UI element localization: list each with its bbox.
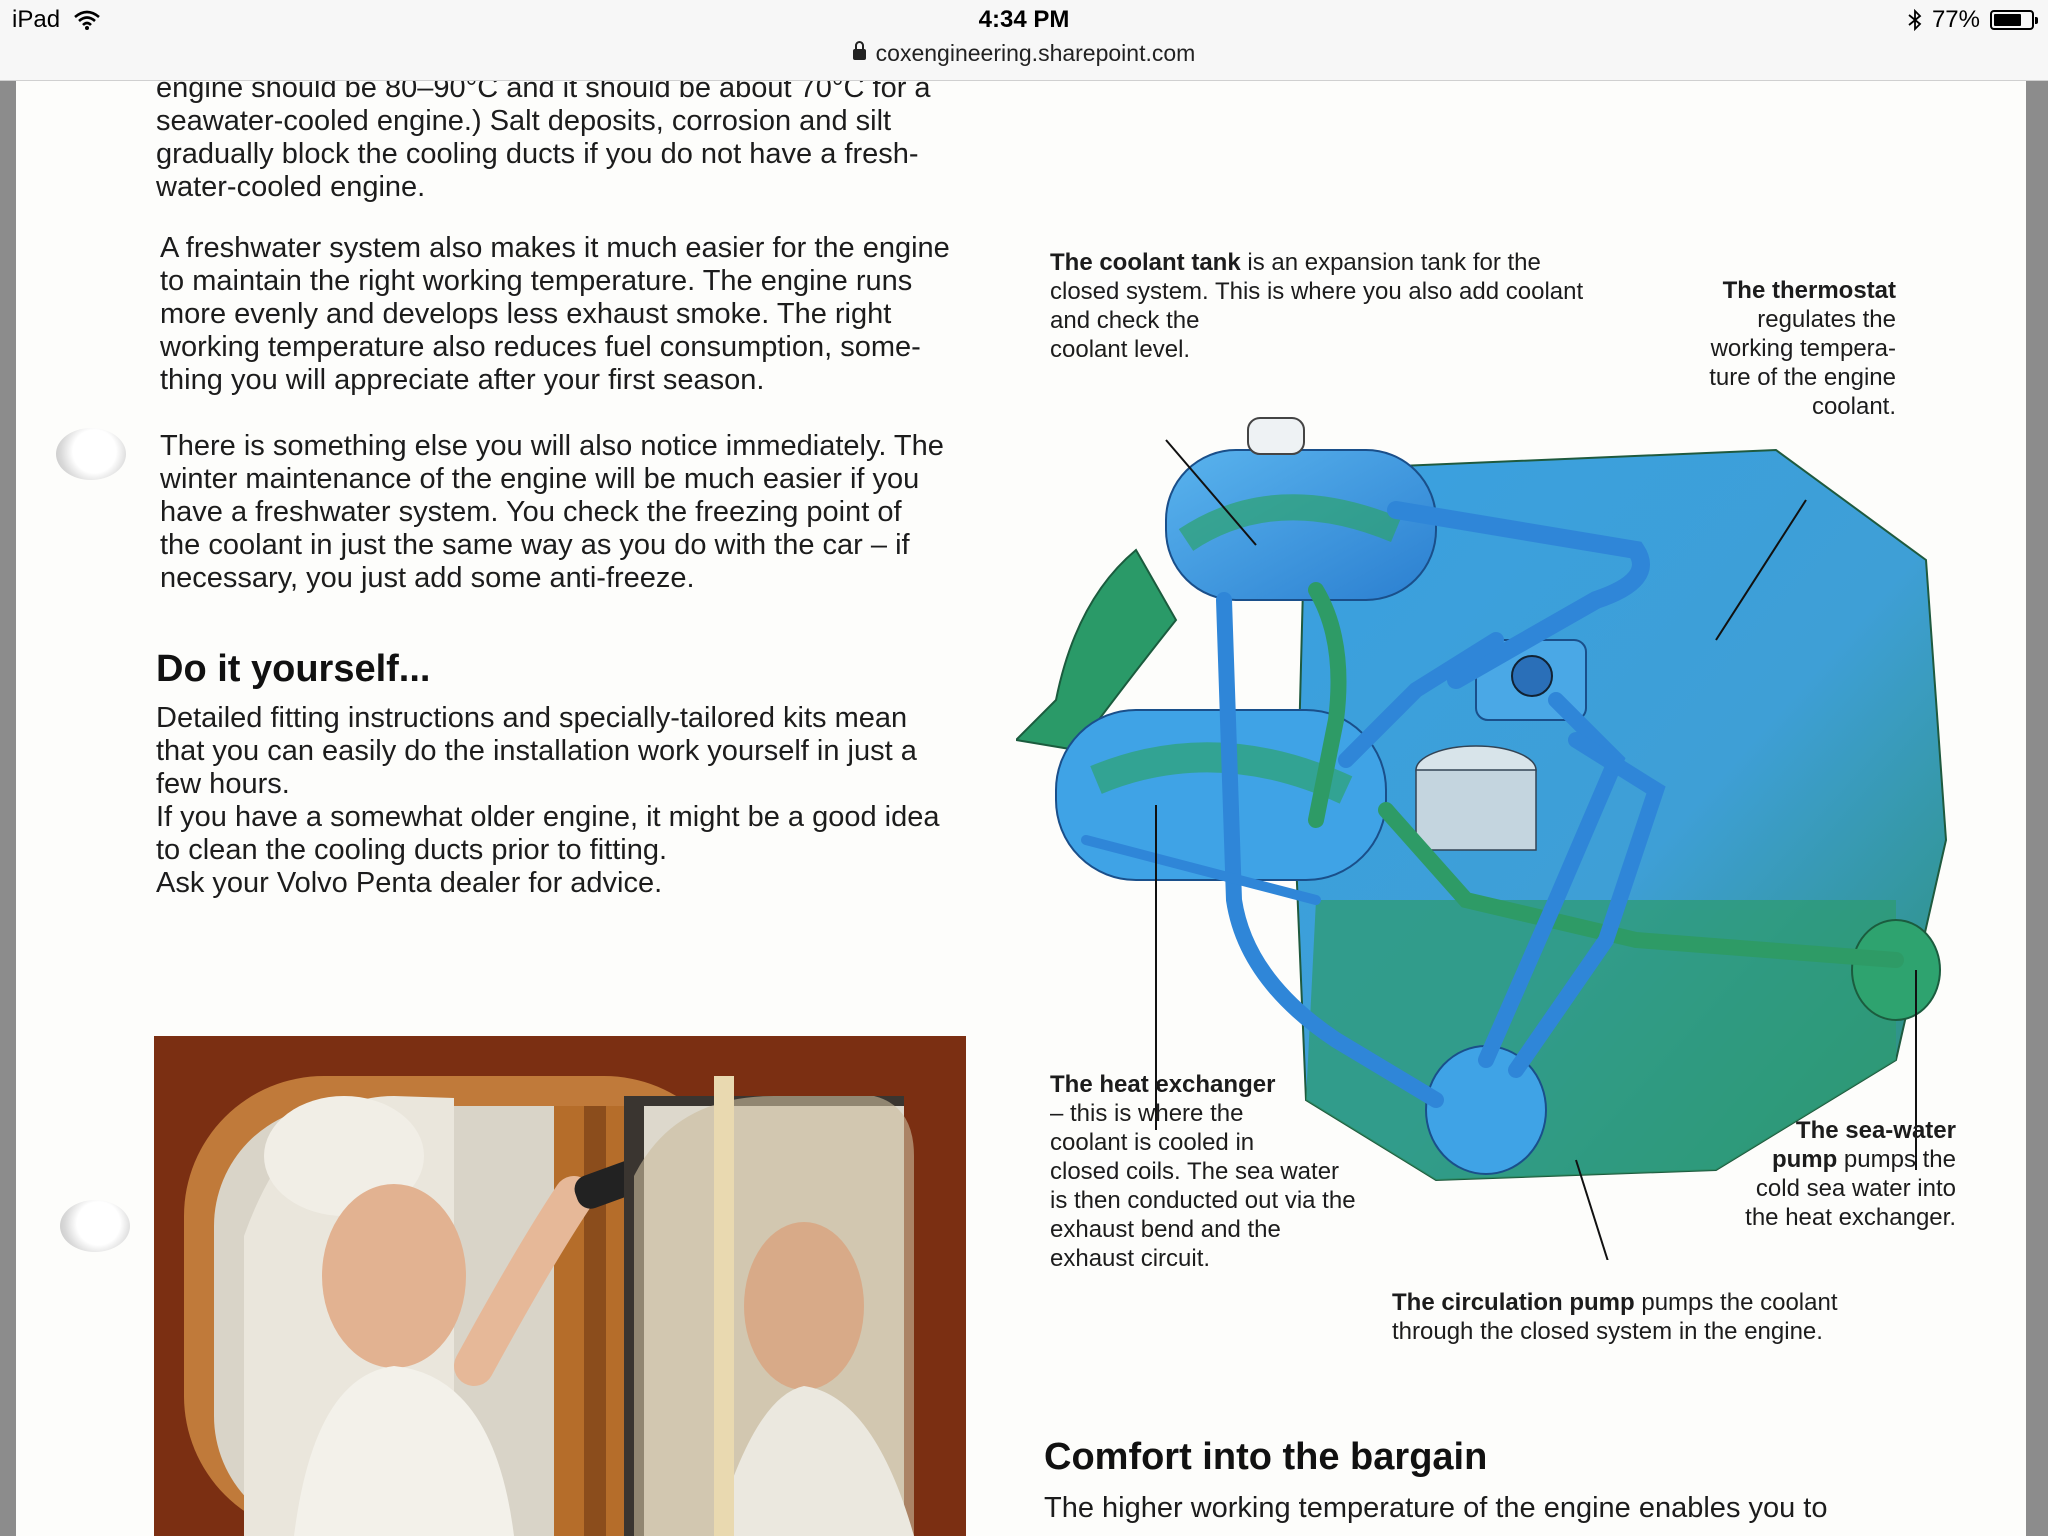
binder-hole — [60, 1200, 130, 1252]
document-page: engine should be 80–90°C and it should b… — [16, 80, 2026, 1536]
photo-woman-mirror — [154, 1036, 966, 1536]
photo-illustration — [154, 1036, 966, 1536]
cooling-system-diagram — [1016, 417, 1948, 1260]
paragraph-4: Detailed fitting instructions and specia… — [156, 702, 940, 899]
paragraph-5: The higher working temperature of the en… — [1044, 1492, 1828, 1524]
sea-water-pump-shape — [1851, 919, 1941, 1021]
coolant-pipes — [1081, 501, 1904, 1108]
status-right: 77% — [1908, 6, 2038, 34]
device-name: iPad — [12, 6, 61, 33]
battery-percent: 77% — [1931, 6, 1980, 33]
address-bar[interactable]: coxengineering.sharepoint.com — [0, 40, 2048, 67]
paragraph-2: A freshwater system also makes it much e… — [160, 232, 950, 396]
caption-coolant-tank: The coolant tank is an expansion tank fo… — [1050, 249, 1584, 363]
lock-icon — [852, 41, 866, 60]
heading-comfort: Comfort into the bargain — [1044, 1436, 1488, 1478]
url-text: coxengineering.sharepoint.com — [875, 40, 1196, 66]
paragraph-3: There is something else you will also no… — [160, 430, 944, 594]
battery-icon — [1990, 10, 2038, 30]
wifi-icon — [74, 10, 100, 30]
callout-lines — [1155, 439, 1917, 1260]
bluetooth-icon — [1908, 9, 1922, 31]
clock: 4:34 PM — [978, 6, 1070, 33]
status-bar: iPad 4:34 PM coxengineering.sharepoint.c… — [0, 0, 2048, 81]
binder-hole — [56, 428, 126, 480]
heading-do-it-yourself: Do it yourself... — [156, 648, 431, 690]
battery-fill — [1994, 14, 2021, 26]
tank-cap — [1247, 417, 1305, 455]
status-left: iPad — [12, 6, 100, 34]
paragraph-1: engine should be 80–90°C and it should b… — [156, 80, 931, 203]
exhaust-bend — [1016, 548, 1178, 752]
